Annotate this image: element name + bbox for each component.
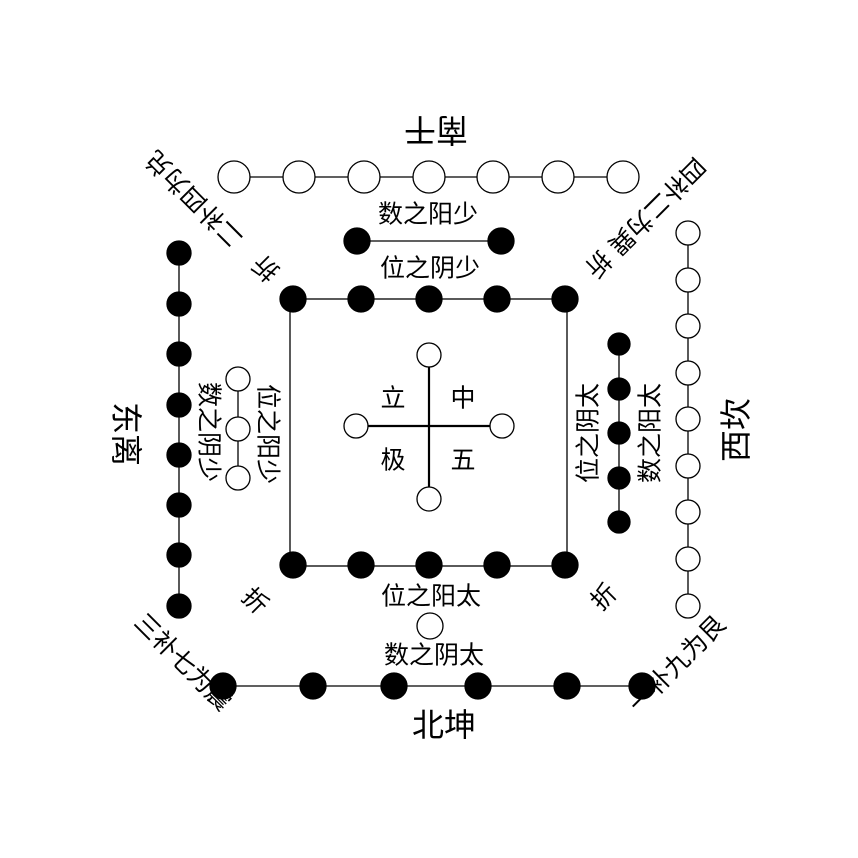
square-top-dot [551, 285, 579, 313]
label-tai-yang-shu: 数之阳太 [636, 383, 665, 483]
label-sw-zhe: 折 [236, 582, 274, 620]
center-dot-right [489, 413, 515, 439]
south-dot [282, 160, 316, 194]
east-dot [166, 492, 192, 518]
east-dot [166, 392, 192, 418]
tai-yin-dot [416, 612, 444, 640]
south-dot [541, 160, 575, 194]
shao-yang-dot [487, 227, 515, 255]
west-dot [675, 313, 701, 339]
center-dot-bottom [416, 486, 442, 512]
north-dot [553, 672, 581, 700]
square-top-dot [483, 285, 511, 313]
label-ne-zhe: 折 [579, 245, 617, 283]
south-dot [347, 160, 381, 194]
tai-yang-dot [607, 377, 631, 401]
square-bottom-dots [279, 551, 579, 579]
label-tai-yin-shu: 数之阴太 [384, 641, 484, 670]
east-column-dots [166, 240, 192, 619]
tai-yang-dot [607, 466, 631, 490]
label-west: 西坎 [717, 398, 755, 462]
north-row-dots [209, 672, 656, 700]
north-dot [380, 672, 408, 700]
west-dot [675, 546, 701, 572]
east-dot [166, 341, 192, 367]
shao-yin-dot [225, 366, 251, 392]
center-dot-top [416, 342, 442, 368]
square-bottom-dot [279, 551, 307, 579]
tai-yang-dot [607, 421, 631, 445]
west-dot [675, 453, 701, 479]
square-top-dot [347, 285, 375, 313]
north-dot [299, 672, 327, 700]
label-north: 北坤 [412, 706, 476, 744]
east-dot [166, 593, 192, 619]
north-dot [209, 672, 237, 700]
label-tai-yang-wei: 位之阳太 [381, 582, 481, 611]
square-bottom-dot [483, 551, 511, 579]
west-dot [675, 360, 701, 386]
label-se-zhe: 折 [585, 578, 623, 616]
north-dot [464, 672, 492, 700]
shao-yin-column-dots [225, 366, 251, 491]
south-dot [606, 160, 640, 194]
south-dot [476, 160, 510, 194]
square-bottom-dot [551, 551, 579, 579]
south-dot [412, 160, 446, 194]
tai-yang-dot [607, 510, 631, 534]
south-dot [217, 160, 251, 194]
tai-yang-column-dots [607, 332, 631, 534]
east-dot [166, 291, 192, 317]
label-shao-yin-shu: 数之阴少 [195, 382, 224, 482]
center-char-ji: 极 [380, 446, 405, 475]
label-shao-yang-wei: 位之阳少 [254, 384, 283, 484]
center-dot-left [343, 413, 369, 439]
label-shao-yang-shu: 数之阳少 [378, 200, 478, 229]
west-dot [675, 499, 701, 525]
west-dot [675, 267, 701, 293]
shao-yin-dot [225, 465, 251, 491]
center-char-li: 立 [380, 384, 405, 413]
label-east: 东离 [107, 402, 145, 466]
tai-yang-dot [607, 332, 631, 356]
west-column-dots [675, 220, 701, 619]
label-nw-zhe: 折 [247, 249, 285, 287]
label-se-tail: 一补九为艮 [623, 610, 732, 719]
label-tai-yin-wei: 位之阴太 [574, 383, 603, 483]
center-cross-dots [343, 342, 515, 512]
east-dot [166, 240, 192, 266]
south-row-dots [217, 160, 640, 194]
center-char-zhong: 中 [450, 384, 475, 413]
west-dot [675, 220, 701, 246]
shao-yin-dot [225, 416, 251, 442]
label-south: 南干 [404, 111, 468, 149]
shao-yang-pair-dots [343, 227, 515, 255]
east-dot [166, 442, 192, 468]
square-top-dot [279, 285, 307, 313]
center-char-wu: 五 [450, 446, 475, 475]
label-shao-yin-wei: 位之阴少 [380, 254, 480, 283]
square-bottom-dot [415, 551, 443, 579]
label-sw-tail: 三补七为震 [129, 608, 238, 717]
square-top-dots [279, 285, 579, 313]
west-dot [675, 593, 701, 619]
north-dot [628, 672, 656, 700]
square-top-dot [415, 285, 443, 313]
shao-yang-dot [343, 227, 371, 255]
west-dot [675, 406, 701, 432]
east-dot [166, 542, 192, 568]
square-bottom-dot [347, 551, 375, 579]
